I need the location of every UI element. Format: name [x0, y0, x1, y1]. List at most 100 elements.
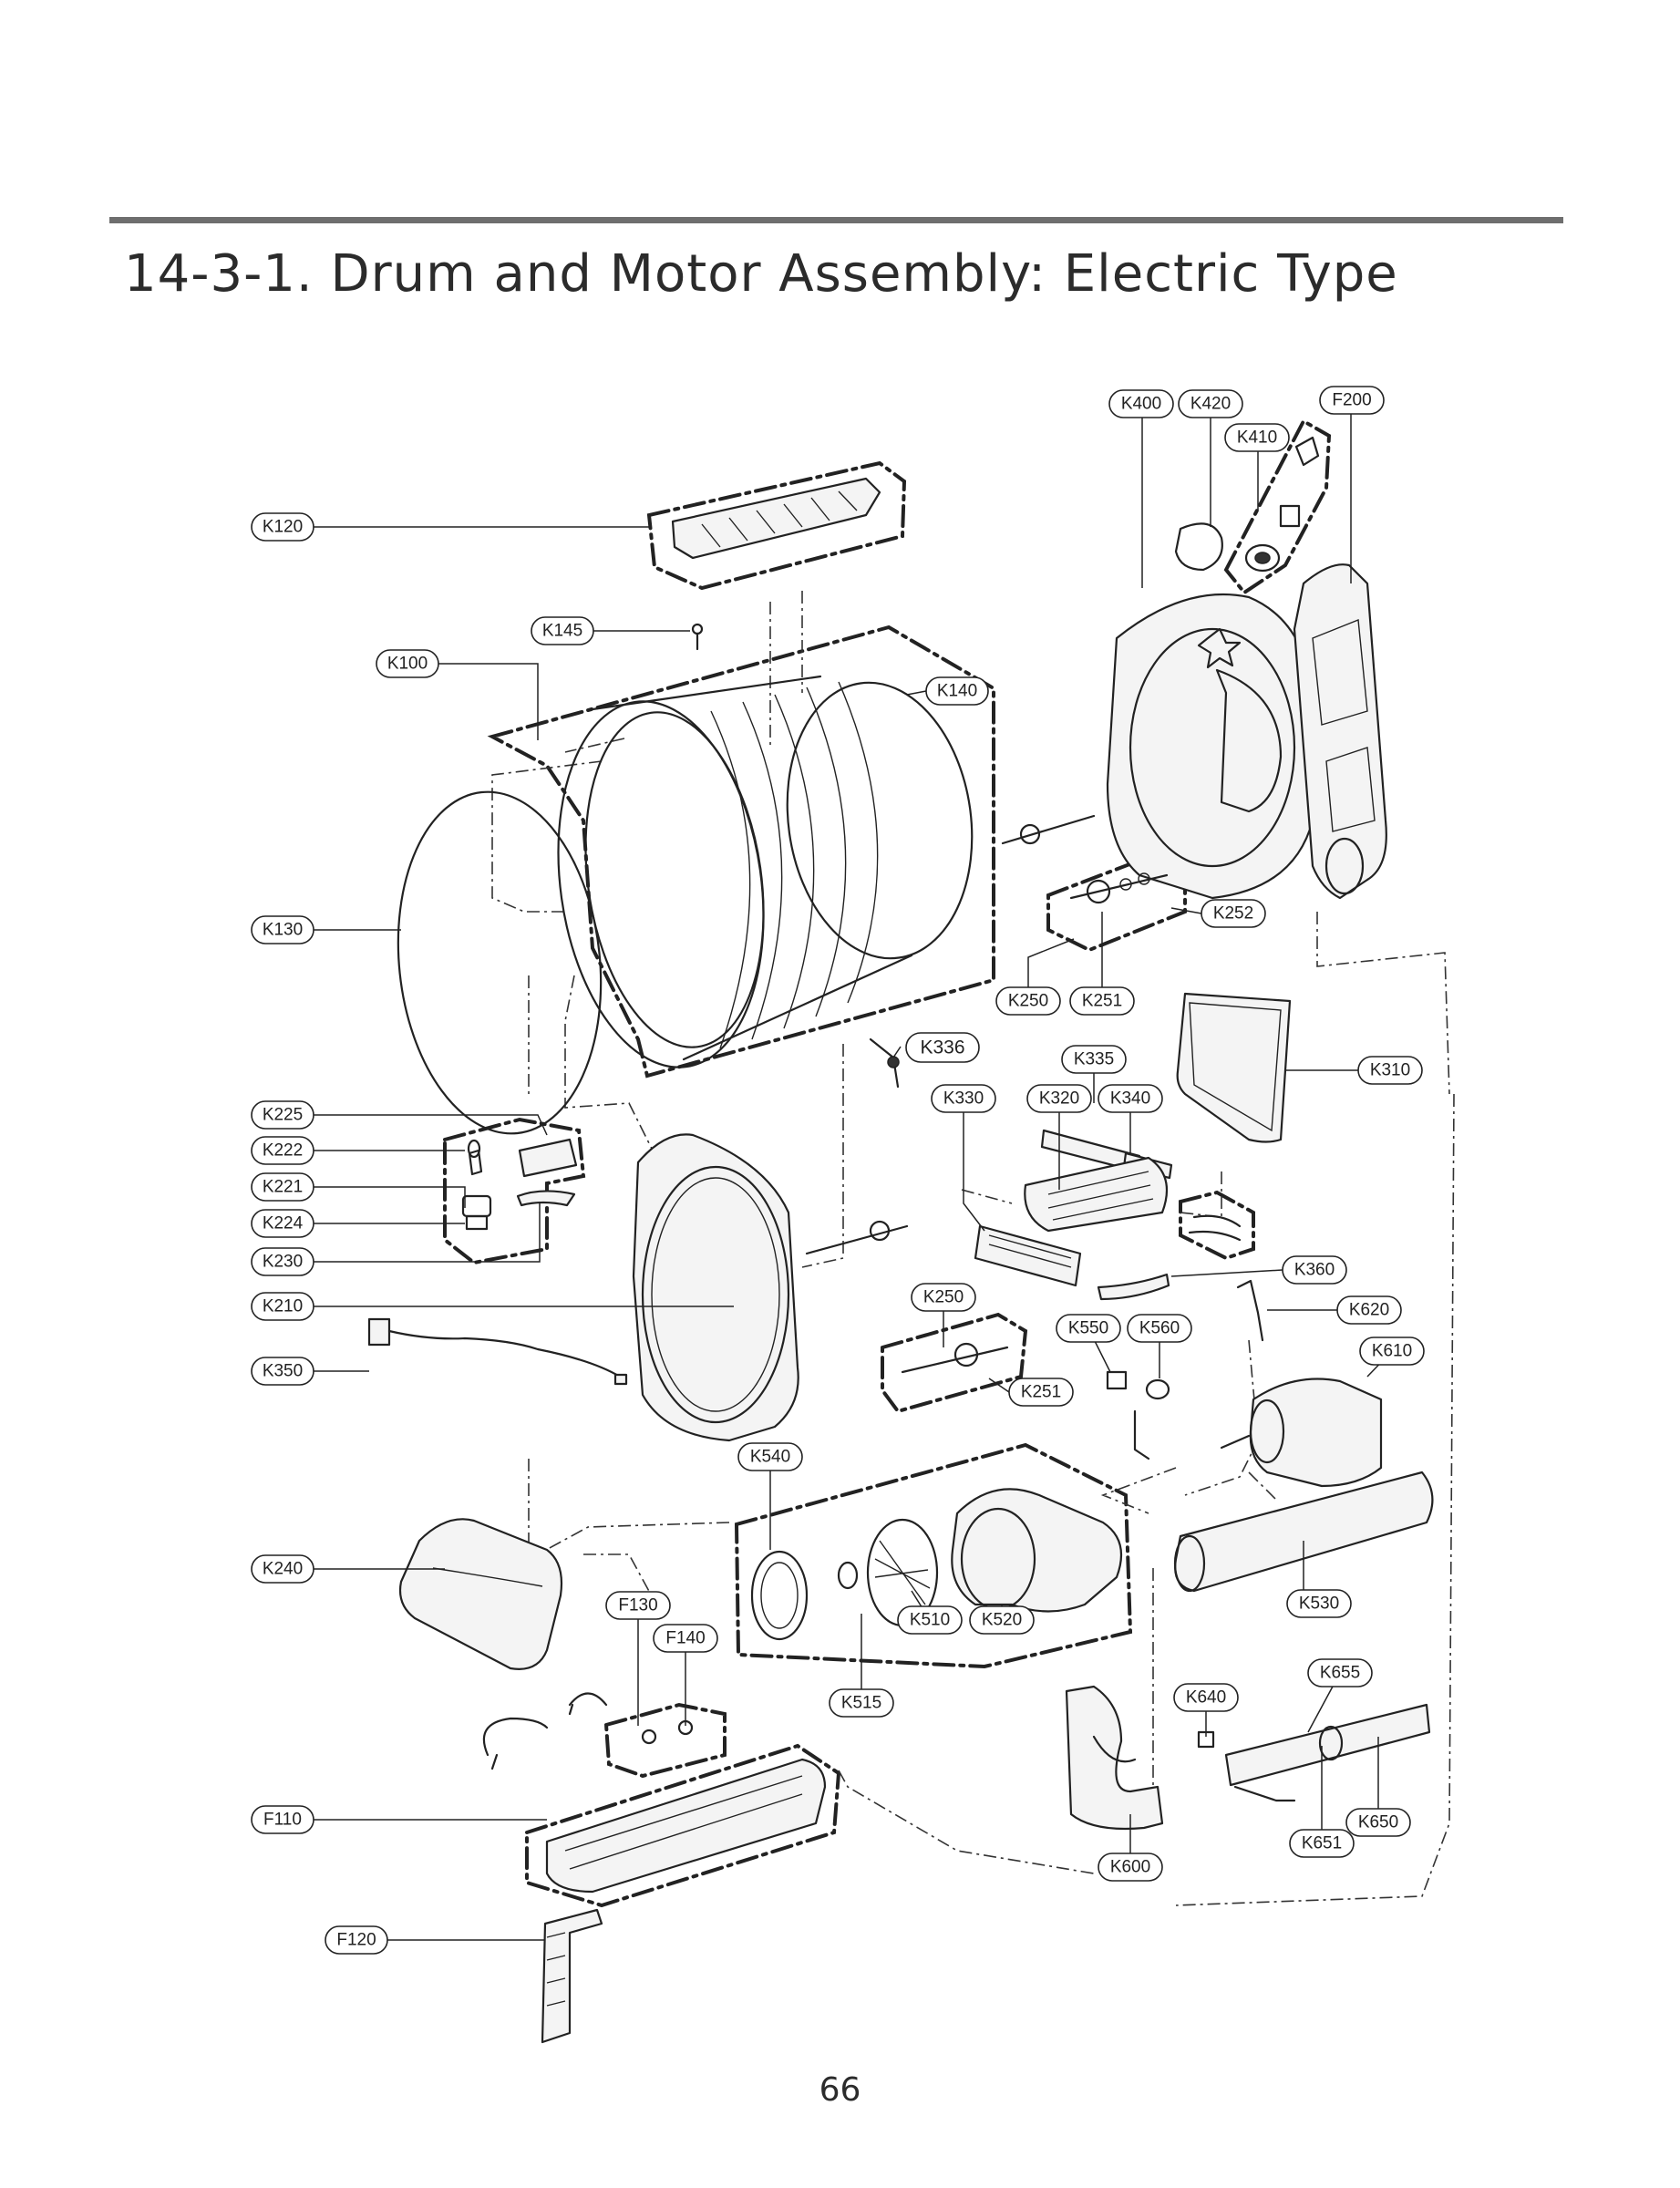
k120-part	[671, 477, 881, 560]
k600-part	[1065, 1685, 1164, 1831]
svg-text:K410: K410	[1237, 428, 1277, 448]
callout-k252: K252	[1201, 899, 1266, 928]
svg-text:K140: K140	[937, 682, 977, 701]
svg-text:F130: F130	[618, 1596, 657, 1615]
callout-k221: K221	[251, 1172, 314, 1202]
svg-text:K620: K620	[1349, 1301, 1389, 1320]
svg-text:K320: K320	[1039, 1089, 1079, 1109]
callout-k225: K225	[251, 1100, 314, 1130]
callout-k400: K400	[1108, 389, 1174, 418]
k530-part	[1173, 1471, 1434, 1593]
callout-k550: K550	[1056, 1314, 1121, 1343]
callout-f130: F130	[605, 1591, 671, 1620]
svg-text:K335: K335	[1074, 1050, 1114, 1069]
callout-k640: K640	[1173, 1683, 1239, 1712]
callout-k340: K340	[1098, 1084, 1163, 1113]
callout-k320: K320	[1026, 1084, 1092, 1113]
k400-part	[1106, 593, 1314, 900]
svg-text:K336: K336	[920, 1037, 964, 1058]
callout-f140: F140	[653, 1624, 718, 1653]
callout-k610: K610	[1359, 1337, 1425, 1366]
callout-k350: K350	[251, 1357, 314, 1386]
f110-part	[545, 1758, 827, 1894]
svg-text:K330: K330	[943, 1089, 984, 1109]
callout-k250-front: K250	[911, 1283, 976, 1312]
svg-text:K225: K225	[263, 1106, 303, 1125]
svg-text:K600: K600	[1110, 1858, 1150, 1877]
svg-text:K210: K210	[263, 1297, 303, 1316]
callout-k100: K100	[376, 649, 439, 678]
callout-k335: K335	[1061, 1045, 1127, 1074]
svg-text:K640: K640	[1186, 1688, 1226, 1708]
k240-part	[398, 1518, 563, 1670]
callout-k510: K510	[897, 1605, 963, 1635]
svg-text:K340: K340	[1110, 1089, 1150, 1109]
motor-part	[1220, 1279, 1383, 1488]
svg-text:F200: F200	[1332, 391, 1371, 410]
k410-group-box	[1223, 418, 1332, 595]
k360-part	[1097, 1273, 1170, 1301]
page-number: 66	[819, 2071, 861, 2109]
callout-k336: K336	[905, 1032, 980, 1063]
thermostat-group-box	[603, 1702, 727, 1779]
svg-text:K310: K310	[1370, 1061, 1410, 1080]
callout-k250-rear: K250	[995, 986, 1061, 1016]
k130-part	[397, 790, 603, 1135]
callout-k410: K410	[1224, 423, 1290, 452]
svg-text:K651: K651	[1302, 1834, 1342, 1853]
k120-group-box	[646, 460, 907, 591]
svg-text:K222: K222	[263, 1141, 303, 1161]
svg-text:K515: K515	[841, 1694, 881, 1713]
k420-part	[1174, 522, 1223, 572]
k550-k560-part	[1106, 1370, 1170, 1460]
k335-part	[1024, 1156, 1169, 1233]
svg-text:K350: K350	[263, 1362, 303, 1381]
callout-k210: K210	[251, 1292, 314, 1321]
svg-text:K360: K360	[1294, 1261, 1335, 1280]
callout-k520: K520	[969, 1605, 1035, 1635]
svg-text:K130: K130	[263, 921, 303, 940]
callout-k330: K330	[931, 1084, 996, 1113]
svg-text:F110: F110	[263, 1811, 302, 1830]
k210-part	[632, 1133, 799, 1442]
heater-group-box	[525, 1743, 841, 1908]
svg-text:K560: K560	[1139, 1319, 1180, 1338]
svg-text:K250: K250	[1008, 992, 1048, 1011]
callout-k530: K530	[1286, 1589, 1352, 1618]
svg-text:K100: K100	[387, 655, 428, 674]
callout-k515: K515	[829, 1688, 894, 1718]
svg-text:K530: K530	[1299, 1595, 1339, 1614]
lamp-group-box	[443, 1117, 586, 1265]
callout-k655: K655	[1307, 1658, 1373, 1687]
svg-text:K610: K610	[1372, 1342, 1412, 1361]
callout-k310: K310	[1357, 1056, 1423, 1085]
f200-part	[1293, 563, 1387, 900]
rear-roller-part	[1001, 814, 1169, 904]
callout-k360: K360	[1282, 1255, 1347, 1285]
callout-k600: K600	[1098, 1853, 1163, 1882]
k330-part	[974, 1224, 1082, 1287]
svg-text:K145: K145	[542, 622, 582, 641]
callout-k145: K145	[531, 616, 594, 645]
svg-text:K655: K655	[1320, 1664, 1360, 1683]
guide-line-drum	[491, 591, 1455, 1906]
svg-text:K650: K650	[1358, 1813, 1398, 1832]
callout-k620: K620	[1336, 1295, 1402, 1325]
svg-text:K252: K252	[1213, 904, 1253, 924]
svg-text:K224: K224	[263, 1214, 304, 1233]
svg-text:K540: K540	[750, 1448, 790, 1467]
k310-arc	[1188, 1214, 1242, 1242]
page-title: 14-3-1. Drum and Motor Assembly: Electri…	[124, 244, 1398, 304]
callout-k140: K140	[925, 676, 989, 706]
k410-part	[1244, 436, 1320, 573]
callout-k651: K651	[1289, 1829, 1355, 1858]
callout-k540: K540	[737, 1442, 803, 1471]
callout-k230: K230	[251, 1247, 314, 1276]
callout-k251-front: K251	[1008, 1378, 1074, 1407]
k350-part	[367, 1317, 628, 1386]
f120-part	[541, 1908, 603, 2044]
callout-k650: K650	[1345, 1808, 1411, 1837]
k640-k650-part	[1197, 1703, 1431, 1802]
callout-k222: K222	[251, 1136, 314, 1165]
